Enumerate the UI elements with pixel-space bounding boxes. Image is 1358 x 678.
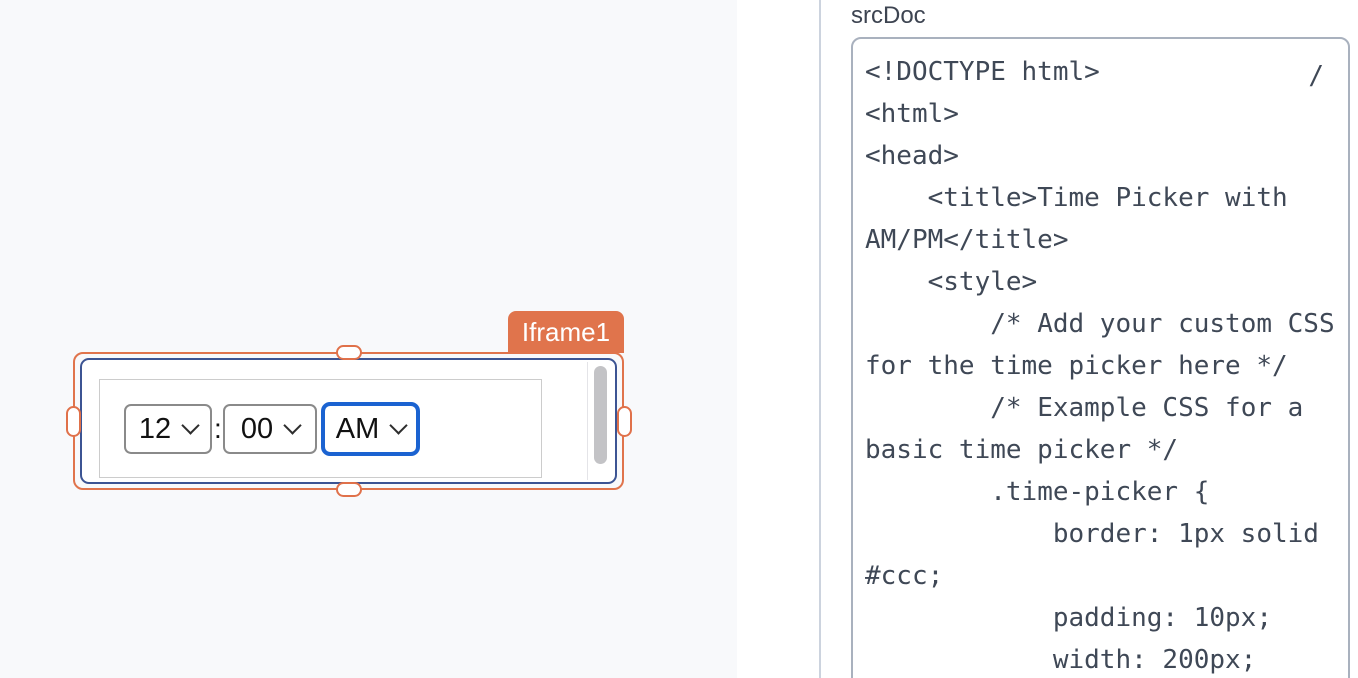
- corner-slash-marker: /: [1308, 61, 1324, 91]
- time-separator: :: [214, 413, 222, 444]
- hour-select[interactable]: 12: [124, 404, 212, 454]
- settings-panel: srcDoc /: [821, 0, 1358, 678]
- iframe-scrollbar-thumb[interactable]: [594, 366, 607, 464]
- minute-select-value: 00: [240, 412, 274, 445]
- resize-handle-left[interactable]: [66, 406, 81, 437]
- period-select-focused[interactable]: AM: [321, 402, 420, 456]
- time-picker-container: 12 : 00 AM: [99, 379, 542, 478]
- panel-divider: [819, 0, 821, 678]
- minute-select[interactable]: 00: [223, 404, 317, 454]
- srcdoc-field-label: srcDoc: [851, 2, 926, 29]
- resize-handle-right[interactable]: [617, 406, 632, 437]
- hour-select-value: 12: [138, 412, 172, 445]
- resize-handle-bottom[interactable]: [336, 482, 362, 497]
- selection-overlay: [73, 352, 624, 490]
- iframe-scrollbar-track: [587, 362, 588, 480]
- iframe-element[interactable]: 12 : 00 AM: [80, 358, 617, 484]
- period-select-value: AM: [335, 412, 380, 445]
- element-badge-label: Iframe1: [521, 316, 611, 347]
- resize-handle-top[interactable]: [336, 345, 362, 360]
- canvas-gutter: [737, 0, 819, 678]
- srcdoc-textarea[interactable]: [851, 37, 1350, 678]
- builder-canvas[interactable]: 12 : 00 AM Iframe1: [0, 0, 737, 678]
- element-badge: Iframe1: [508, 311, 624, 353]
- srcdoc-editor: /: [851, 37, 1350, 678]
